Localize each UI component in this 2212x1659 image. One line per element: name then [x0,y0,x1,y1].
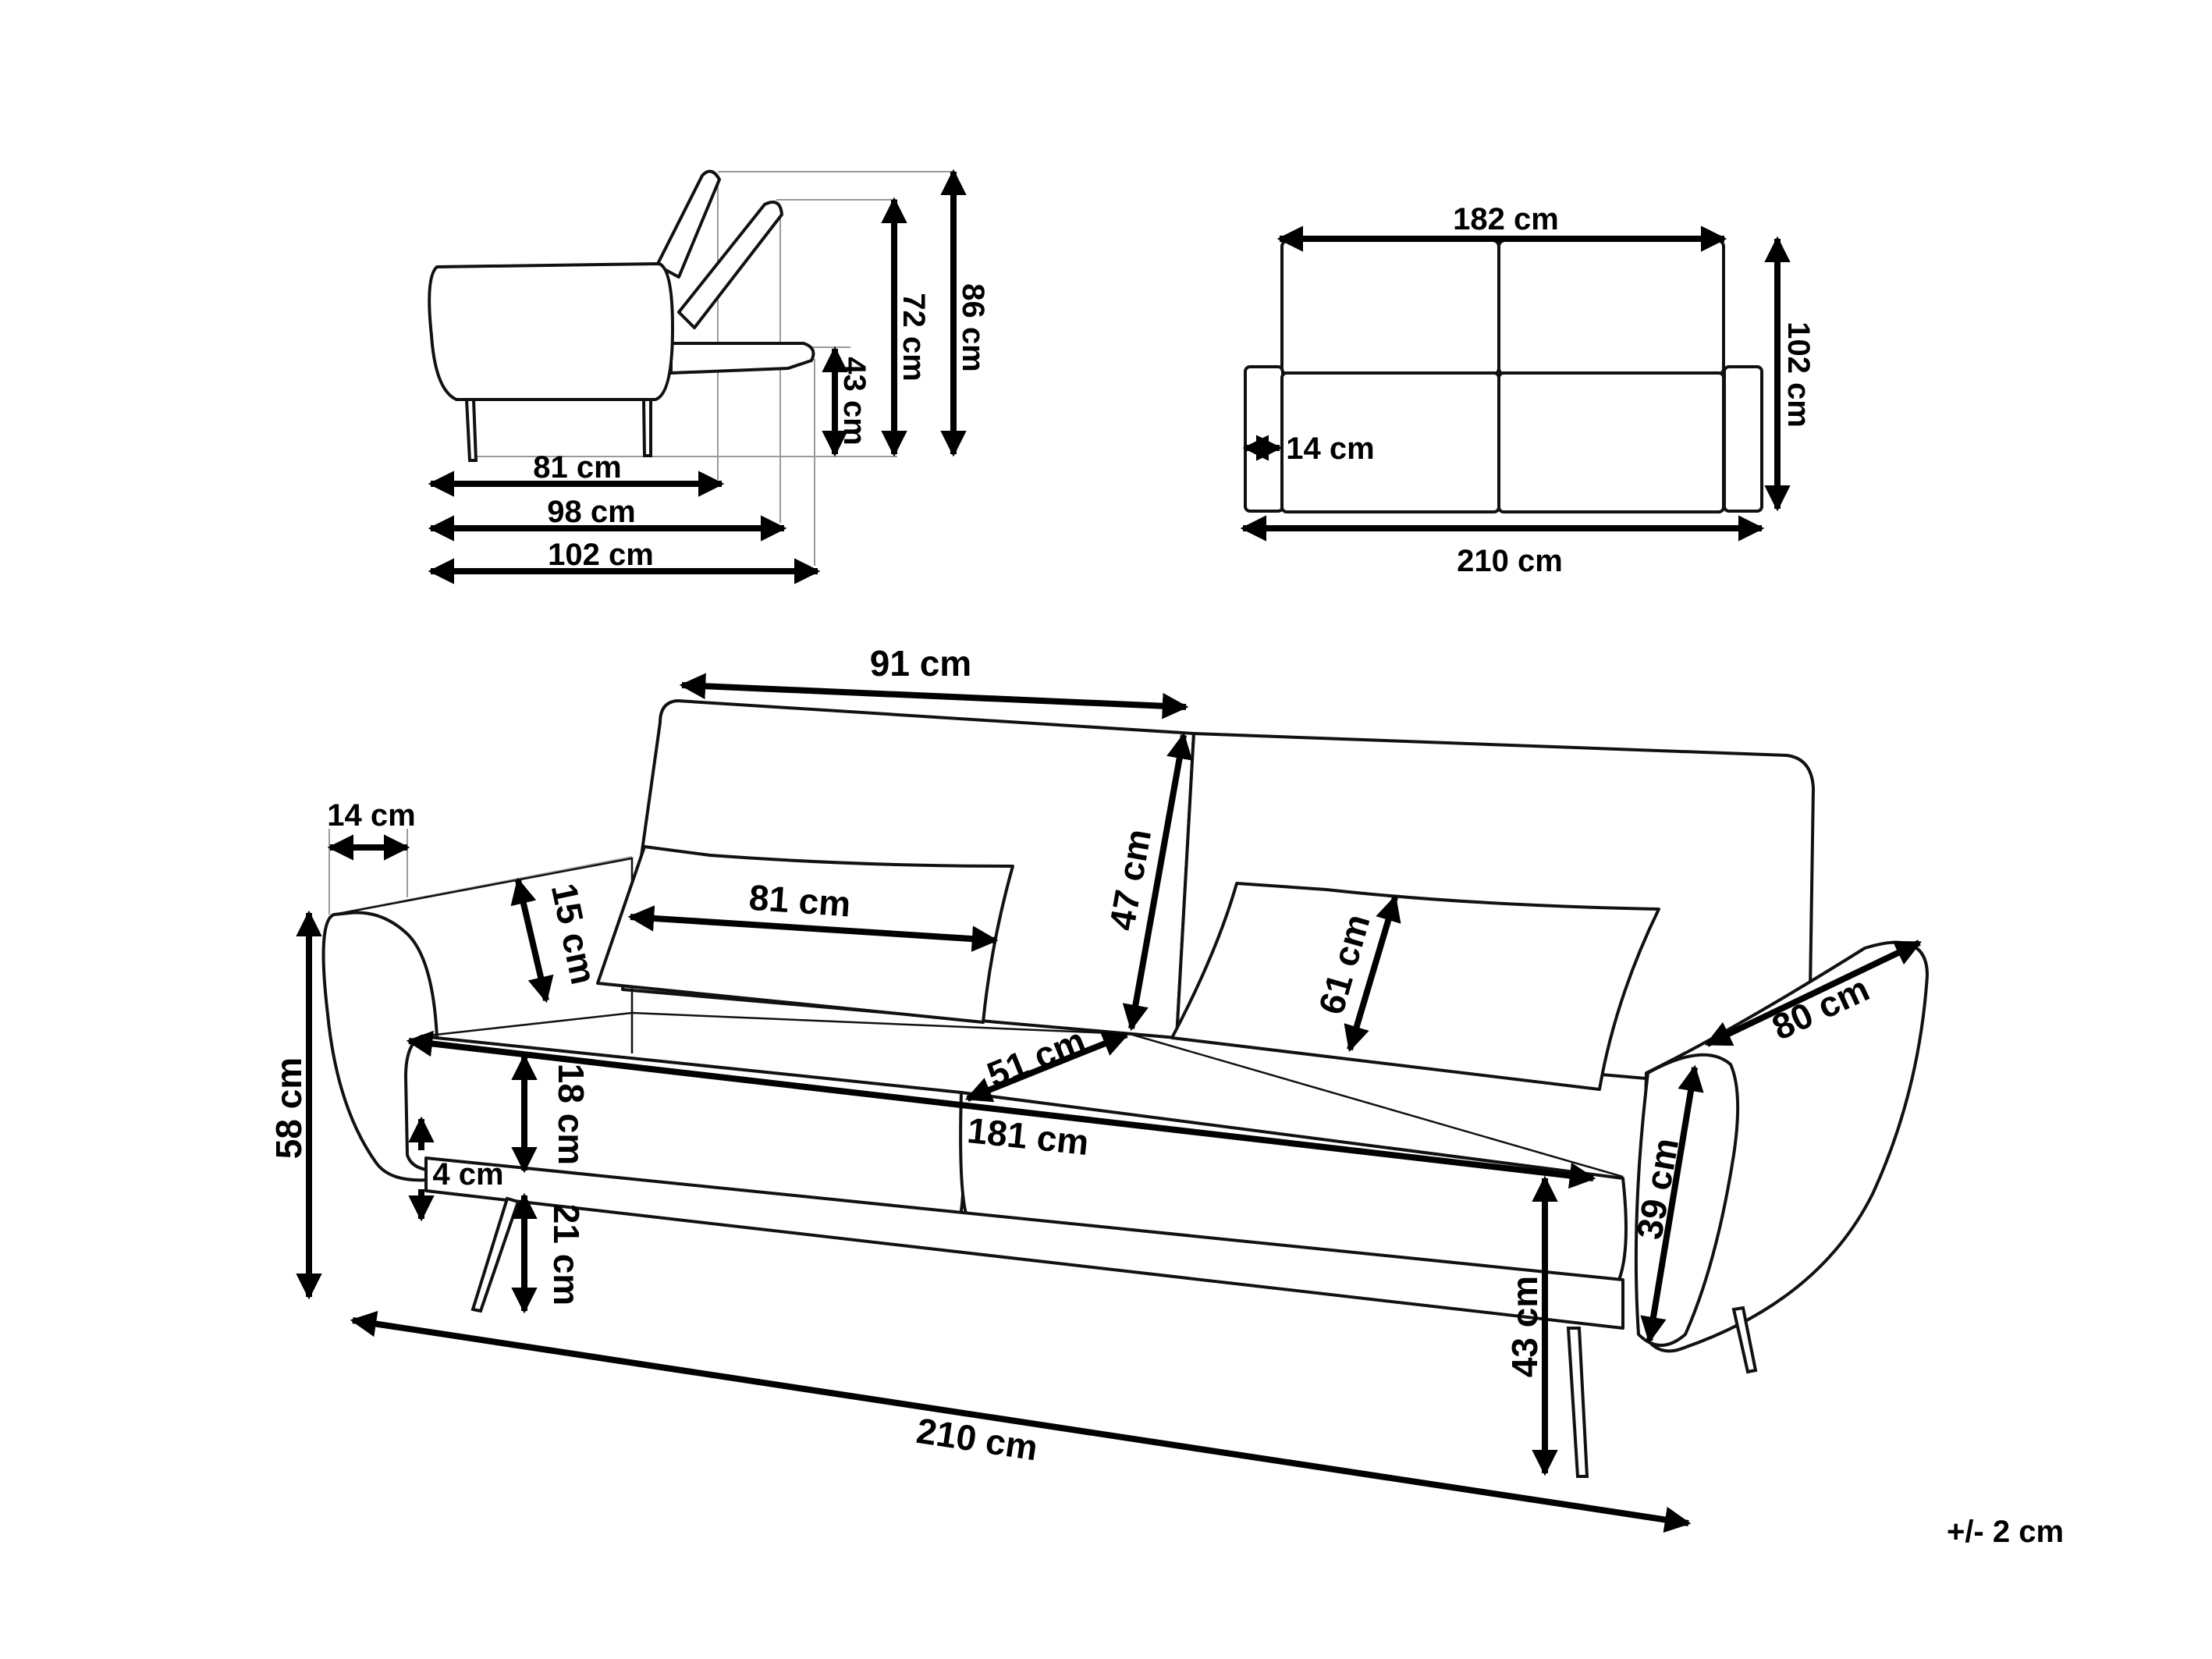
front-total-width-label: 210 cm [914,1410,1040,1469]
tolerance-note: +/- 2 cm [1947,1515,2064,1549]
front-frame-thickness-label: 4 cm [432,1157,503,1192]
side-leg-back [641,398,652,457]
top-total-width-label: 210 cm [1457,544,1563,578]
side-seat-body [428,262,674,401]
top-inner-width-label: 182 cm [1453,202,1559,236]
front-arm-pad-height-label: 15 cm [544,879,605,987]
side-reclined-depth-label: 98 cm [547,495,635,529]
front-leg-left [470,1196,520,1313]
front-seat-depth-label: 51 cm [982,1020,1091,1096]
side-bed-flat [669,342,815,375]
front-leg-height-label: 21 cm [546,1204,587,1306]
top-arm-width-label: 14 cm [1286,432,1374,466]
front-seat-thickness-label: 18 cm [551,1064,591,1165]
side-backrest-reclined [677,201,783,329]
side-leg-front [464,398,478,462]
side-backrest-upright [655,169,721,279]
front-pillow-right [1170,882,1660,1091]
side-seat-height-label: 43 cm [837,357,872,445]
top-arm-left [1244,365,1284,513]
top-view: 182 cm 102 cm 14 cm 210 cm [1240,202,1816,578]
front-seat-height-label: 43 cm [1504,1276,1545,1377]
side-view: 81 cm 98 cm 102 cm 43 cm 72 cm 86 cm [428,169,990,584]
top-backrest-right [1497,239,1725,376]
top-arm-right [1723,365,1763,513]
front-cushion-width-label: 81 cm [747,877,852,925]
top-seat-right [1497,371,1725,513]
front-leg-right [1731,1306,1758,1374]
side-flat-depth-label: 102 cm [548,538,654,572]
side-back-height-label: 72 cm [897,293,931,381]
front-total-height-label: 58 cm [268,1057,309,1159]
top-backrest-left [1280,239,1500,376]
front-backrest-width-label: 91 cm [870,643,971,684]
front-view: 91 cm 14 cm 15 cm 81 cm 47 cm 61 cm 80 c… [268,643,1929,1533]
front-leg-center [1566,1327,1589,1478]
side-total-height-label: 86 cm [956,283,990,371]
front-arm-width-label: 14 cm [327,798,415,833]
top-depth-label: 102 cm [1781,321,1816,428]
side-seat-depth-label: 81 cm [533,450,621,485]
